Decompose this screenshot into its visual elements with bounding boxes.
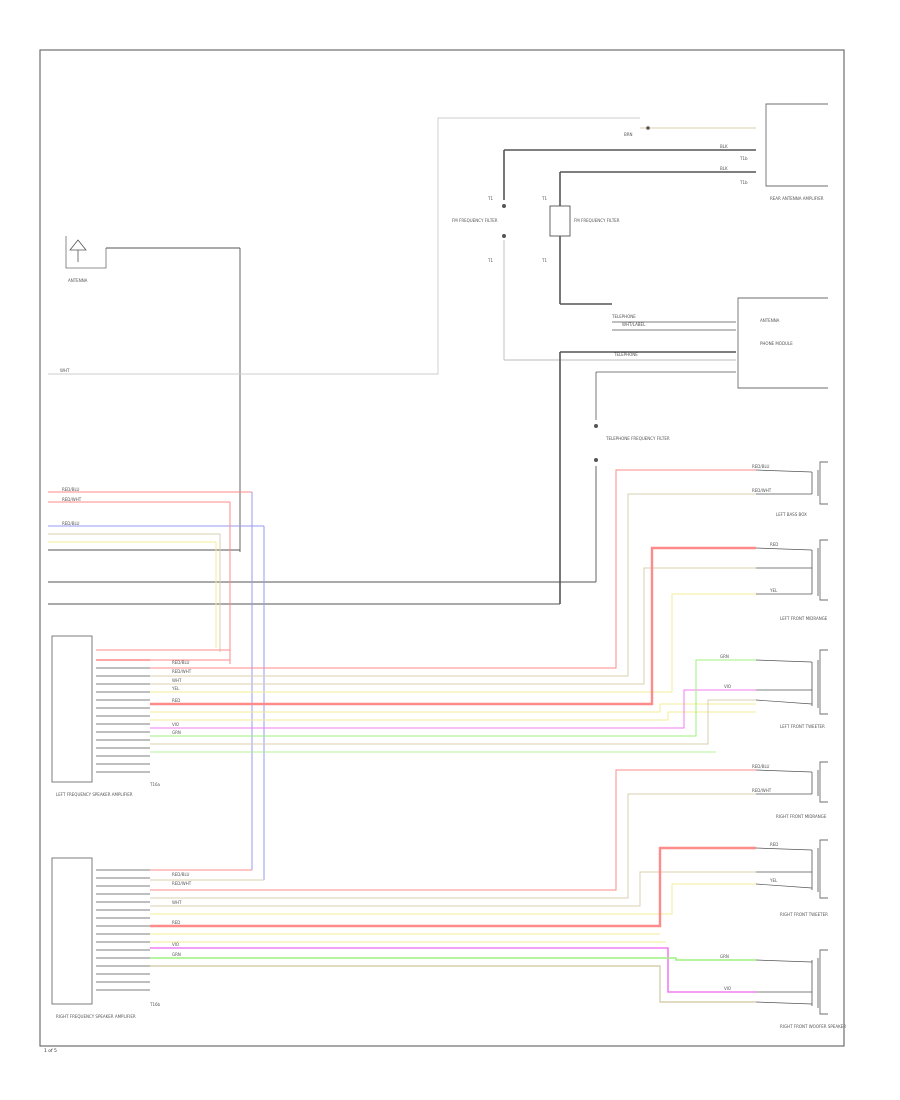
wire-label: RED (172, 698, 180, 703)
antenna-symbol (65, 236, 240, 269)
right-amp-label: RIGHT FREQUENCY SPEAKER AMPLIFIER (56, 1014, 136, 1019)
wire-label: RED/BLU (752, 464, 770, 469)
left-amp-box (51, 635, 93, 783)
left-amp-pins (96, 649, 150, 773)
phone-module-box (737, 297, 828, 389)
wire-label: VIO (172, 942, 179, 947)
wire-label: RED/BLU (752, 764, 770, 769)
wire-label: RED/WHT (752, 488, 772, 493)
pin-label: T16a (149, 782, 161, 787)
wire-label: VIO (724, 684, 731, 689)
antenna-label: ANTENNA (68, 278, 88, 283)
telephone-label: WHT/LABEL (622, 322, 646, 327)
wire-label: RED/WHT (62, 497, 82, 502)
wire-label: BRN (624, 132, 633, 137)
pin-label: T1 (487, 258, 493, 263)
pin-label: T1 (541, 196, 547, 201)
pin-label: T1b (739, 180, 748, 185)
pin-label: T16b (149, 1002, 161, 1007)
wire-label: YEL (769, 878, 778, 883)
telephone-filter-label: TELEPHONE (613, 352, 638, 357)
wire-label: GRN (172, 952, 181, 957)
wire-label: RED (172, 920, 180, 925)
telephone-freq-filter-label: TELEPHONE FREQUENCY FILTER (605, 436, 670, 441)
fm-filter-label: FM FREQUENCY FILTER (452, 218, 498, 223)
wire-label: YEL (171, 686, 180, 691)
wire-label: VIO (724, 986, 731, 991)
wire-label: RED/WHT (172, 881, 192, 886)
pin-label: T1 (541, 258, 547, 263)
wire-label: RED/BLU (172, 872, 190, 877)
wire-label: GRN (720, 654, 729, 659)
phone-module-label: PHONE MODULE (760, 341, 793, 346)
lf-filter-label: FM FREQUENCY FILTER (574, 218, 620, 223)
wire-label: WHT (172, 900, 182, 905)
wire-label: YEL (769, 588, 778, 593)
lf-tweeter-label: LEFT FRONT TWEETER (780, 724, 825, 729)
right-amp-pins (96, 869, 150, 991)
right-amp-box (51, 857, 93, 1005)
rear-antenna-amp-box (765, 103, 828, 187)
rf-tweeter-label: RIGHT FRONT TWEETER (780, 912, 828, 917)
wire-label: BLK (720, 144, 728, 149)
wire-label: RED/BLU (62, 487, 80, 492)
wire-label: VIO (172, 722, 179, 727)
wire-label: RED/WHT (752, 788, 772, 793)
wire-label: RED/BLU (172, 660, 190, 665)
lf-midrange-label: LEFT FRONT MIDRANGE (780, 616, 828, 621)
page-footer: 1 of 5 (44, 1048, 57, 1054)
wire-label: RED (770, 542, 778, 547)
wire-label: RED/WHT (172, 669, 192, 674)
wire-label: WHT (172, 678, 182, 683)
rf-woofer-label: RIGHT FRONT WOOFER SPEAKER (780, 1024, 846, 1029)
rf-midrange-label: RIGHT FRONT MIDRANGE (776, 814, 827, 819)
pin-label: T1 (487, 196, 493, 201)
pin-label: T1b (739, 156, 748, 161)
wire-label: RED/BLU (62, 521, 80, 526)
left-bass-box-label: LEFT BASS BOX (776, 512, 807, 517)
left-amp-label: LEFT FREQUENCY SPEAKER AMPLIFIER (56, 792, 133, 797)
rear-antenna-amp-label: REAR ANTENNA AMPLIFIER (770, 196, 824, 201)
phone-antenna-label: ANTENNA (760, 318, 780, 323)
wire-label: BLK (720, 166, 728, 171)
wire-label: GRN (720, 954, 729, 959)
diagram-frame (39, 49, 845, 1047)
wire-label: WHT (60, 368, 70, 373)
wire-label: RED (770, 842, 778, 847)
telephone-label: TELEPHONE (611, 314, 636, 319)
wire-label: GRN (172, 730, 181, 735)
